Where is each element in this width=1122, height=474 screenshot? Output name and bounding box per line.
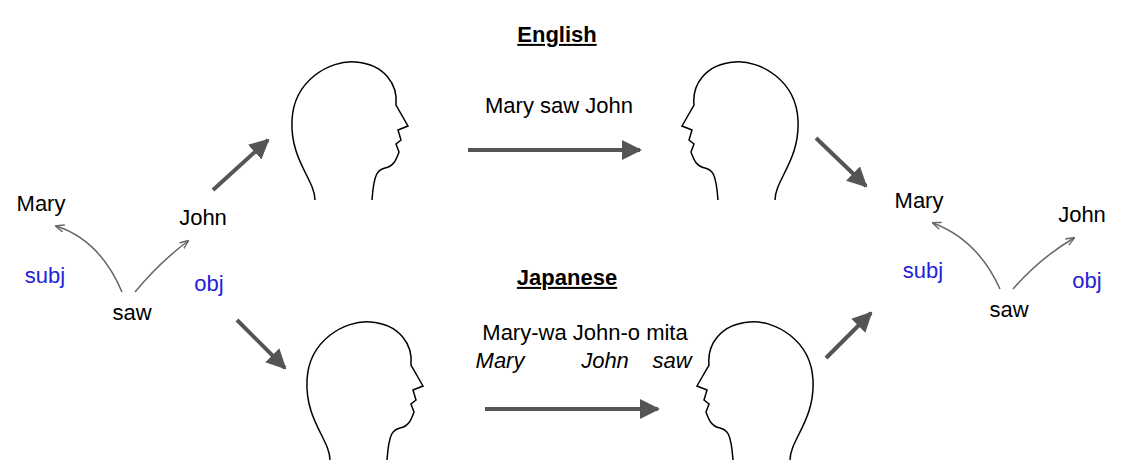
flow-arrow — [485, 407, 658, 411]
dependency-arrow — [135, 241, 188, 292]
tree-word: saw — [112, 301, 151, 325]
tree-word: Mary — [17, 192, 66, 216]
relation-label: obj — [194, 272, 223, 296]
tree-word: John — [1058, 203, 1106, 227]
head-profile — [697, 322, 813, 460]
sentence: Mary-wa John-o mita — [482, 321, 687, 345]
flow-arrow — [826, 313, 871, 358]
flow-arrow — [468, 148, 640, 152]
flow-arrow — [237, 320, 285, 368]
tree-word: John — [179, 206, 227, 230]
head-profile — [307, 322, 423, 460]
relation-label: subj — [25, 264, 65, 288]
gloss-word: saw — [652, 349, 691, 373]
tree-word: Mary — [895, 189, 944, 213]
tree-word: saw — [989, 298, 1028, 322]
gloss-word: Mary — [476, 349, 525, 373]
head-profile — [682, 62, 798, 200]
relation-label: subj — [903, 259, 943, 283]
relation-label: obj — [1072, 269, 1101, 293]
dependency-arrow — [56, 226, 122, 292]
sentence: Mary saw John — [485, 94, 633, 118]
head-profile — [292, 62, 408, 200]
section-title: English — [517, 23, 596, 47]
flow-arrow — [816, 138, 866, 186]
flow-arrow — [213, 140, 268, 190]
dependency-arrow — [1013, 238, 1074, 289]
gloss-word: John — [581, 349, 629, 373]
section-title: Japanese — [517, 266, 617, 290]
